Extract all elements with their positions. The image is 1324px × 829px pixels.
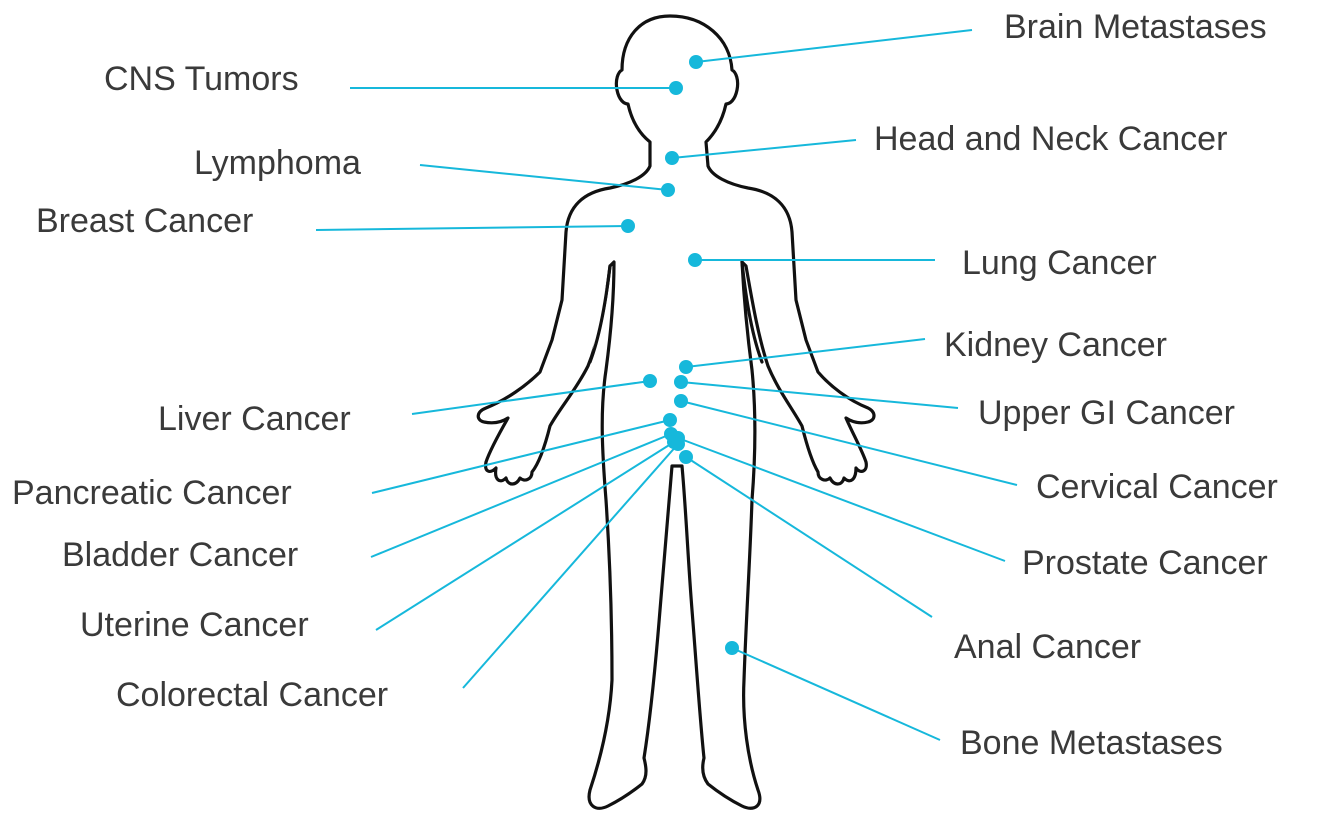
dot-brain-metastases <box>689 55 703 69</box>
label-kidney: Kidney Cancer <box>944 326 1167 364</box>
dot-head-neck <box>665 151 679 165</box>
leader-bone-metastases <box>732 648 940 740</box>
body-outline <box>478 16 874 808</box>
dot-liver <box>643 374 657 388</box>
leader-lymphoma <box>420 165 668 190</box>
label-pancreatic: Pancreatic Cancer <box>12 474 292 512</box>
label-head-neck: Head and Neck Cancer <box>874 120 1227 158</box>
label-cervical: Cervical Cancer <box>1036 468 1278 506</box>
dot-bone-metastases <box>725 641 739 655</box>
dot-cns-tumors <box>669 81 683 95</box>
label-uterine: Uterine Cancer <box>80 606 309 644</box>
label-breast: Breast Cancer <box>36 202 253 240</box>
dot-breast <box>621 219 635 233</box>
dot-lung <box>688 253 702 267</box>
dot-colorectal <box>671 437 685 451</box>
label-upper-gi: Upper GI Cancer <box>978 394 1235 432</box>
label-prostate: Prostate Cancer <box>1022 544 1268 582</box>
label-anal: Anal Cancer <box>954 628 1141 666</box>
dot-pancreatic <box>663 413 677 427</box>
dot-lymphoma <box>661 183 675 197</box>
leader-brain-metastases <box>696 30 972 62</box>
dot-kidney <box>679 360 693 374</box>
label-brain-metastases: Brain Metastases <box>1004 8 1267 46</box>
dot-cervical <box>674 394 688 408</box>
label-lung: Lung Cancer <box>962 244 1157 282</box>
dot-upper-gi <box>674 375 688 389</box>
label-colorectal: Colorectal Cancer <box>116 676 388 714</box>
label-bone-metastases: Bone Metastases <box>960 724 1223 762</box>
label-cns-tumors: CNS Tumors <box>104 60 299 98</box>
dot-anal <box>679 450 693 464</box>
label-bladder: Bladder Cancer <box>62 536 298 574</box>
label-lymphoma: Lymphoma <box>194 144 361 182</box>
label-liver: Liver Cancer <box>158 400 351 438</box>
